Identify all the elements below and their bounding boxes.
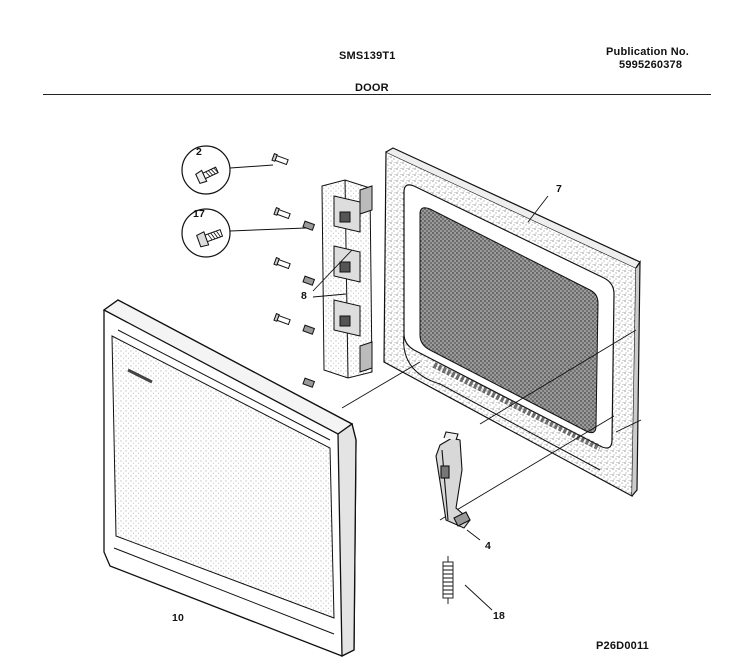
- publication-label: Publication No.: [606, 46, 690, 58]
- hinge-bracket: [321, 179, 373, 379]
- section-title: DOOR: [355, 82, 389, 94]
- door-front-panel: [102, 299, 357, 658]
- callout-label-8: 8: [301, 290, 308, 302]
- model-number: SMS139T1: [339, 50, 396, 62]
- callout-label-2: 2: [196, 146, 203, 158]
- publication-number: 5995260378: [619, 59, 683, 71]
- callout-label-4: 4: [485, 540, 492, 552]
- door-spring: [442, 556, 454, 604]
- header-rule: [43, 94, 711, 95]
- callout-label-18: 18: [493, 610, 506, 622]
- callout-bubble-2: [181, 145, 274, 195]
- callout-label-7: 7: [556, 183, 563, 195]
- callout-bubble-17: [181, 208, 307, 258]
- screws-column: [271, 153, 316, 388]
- door-inner-panel: [383, 147, 641, 497]
- door-latch: [435, 431, 471, 529]
- callout-label-10: 10: [172, 612, 185, 624]
- drawing-code: P26D0011: [596, 640, 649, 652]
- callout-label-17: 17: [193, 208, 206, 220]
